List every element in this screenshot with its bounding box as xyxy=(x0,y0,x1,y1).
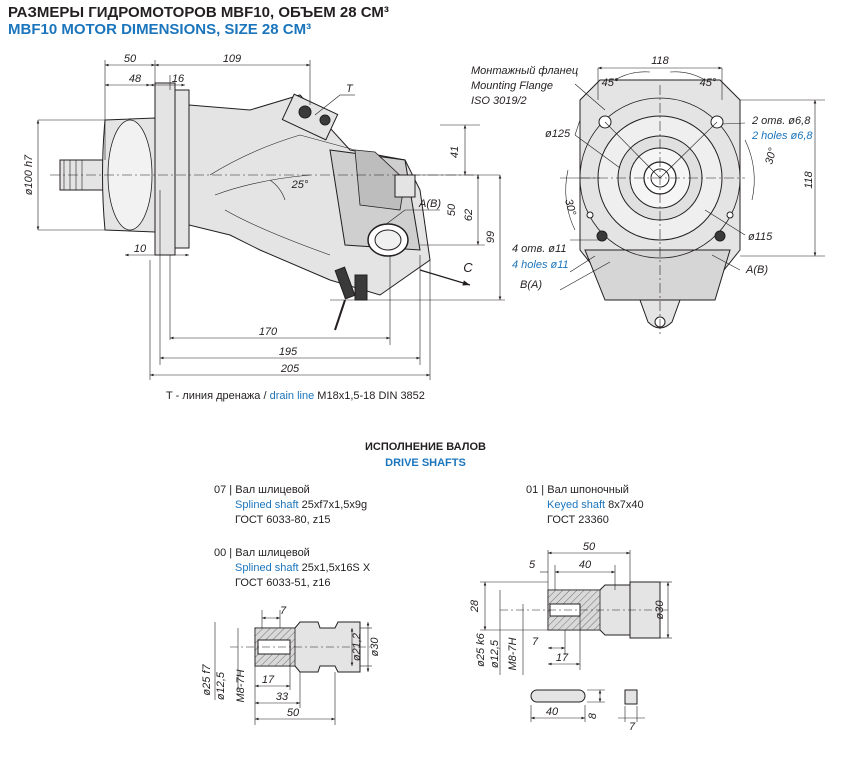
s01-dim-50: 50 xyxy=(583,541,596,553)
key-dim-40: 40 xyxy=(546,706,559,718)
dim-50v: 50 xyxy=(446,203,458,216)
s01-dim-12-5: ø12,5 xyxy=(489,639,501,668)
title-ru: РАЗМЕРЫ ГИДРОМОТОРОВ MBF10, ОБЪЕМ 28 СМ³ xyxy=(8,4,389,21)
key-dim-7: 7 xyxy=(629,721,636,733)
dim-100h7: ø100 h7 xyxy=(23,154,35,195)
drain-en: drain line xyxy=(269,390,315,402)
dim-41: 41 xyxy=(449,146,461,158)
holes-11-ru: 4 отв. ø11 xyxy=(512,243,566,255)
shaft-01-drawing: 50 5 40 28 ø30 ø25 k6 ø12,5 M8-7H 7 17 4… xyxy=(469,541,672,733)
title-en: MBF10 MOTOR DIMENSIONS, SIZE 28 CM³ xyxy=(8,21,312,38)
side-view: 50 109 48 16 T 41 ø100 h7 25° A(B) 50 62… xyxy=(23,53,505,380)
shaft-00-spec: 25x1,5x16S X xyxy=(301,562,371,574)
s01-dim-m8: M8-7H xyxy=(507,637,519,670)
dim-50: 50 xyxy=(124,53,137,65)
dim-195: 195 xyxy=(279,346,298,358)
flange-iso: ISO 3019/2 xyxy=(471,95,527,107)
s00-dim-21-2: ø21,2 xyxy=(351,633,363,661)
drain-spec: M18x1,5-18 DIN 3852 xyxy=(317,390,425,402)
dim-16: 16 xyxy=(172,73,185,85)
holes-11-en: 4 holes ø11 xyxy=(512,259,569,271)
dim-99: 99 xyxy=(485,231,497,243)
label-ba: B(A) xyxy=(520,279,542,291)
shaft-01-name-en: Keyed shaft xyxy=(547,499,606,511)
s00-dim-7: 7 xyxy=(280,605,287,617)
s00-dim-25f7: ø25 f7 xyxy=(201,664,213,696)
s01-dim-7: 7 xyxy=(532,636,539,648)
shaft-07-name-ru: Вал шлицевой xyxy=(235,484,310,496)
shaft-00-drawing: 7 ø25 f7 ø12,5 M8-7H ø21,2 ø30 17 33 50 xyxy=(201,605,381,725)
s00-dim-17: 17 xyxy=(262,674,275,686)
shaft-01-spec: 8x7x40 xyxy=(608,499,644,511)
front-view: Монтажный фланец Mounting Flange ISO 301… xyxy=(471,55,825,335)
dim-10: 10 xyxy=(134,243,147,255)
key-dim-8: 8 xyxy=(587,712,599,719)
drain-ru: T - линия дренажа / xyxy=(166,390,267,402)
label-ab-front: A(B) xyxy=(745,264,768,276)
shaft-07-spec: 25xf7x1,5x9g xyxy=(301,499,368,511)
s01-dim-25k6: ø25 k6 xyxy=(475,632,487,667)
dim-205: 205 xyxy=(280,363,300,375)
dim-45-right: 45° xyxy=(700,77,717,89)
shaft-00-name-en: Splined shaft xyxy=(235,562,299,574)
s00-dim-12-5: ø12,5 xyxy=(215,671,227,700)
drain-line-note: T - линия дренажа / drain line M18x1,5-1… xyxy=(166,390,425,402)
label-c: C xyxy=(463,260,473,275)
dim-45-left: 45° xyxy=(602,77,619,89)
shaft-00-gost: ГОСТ 6033-51, z16 xyxy=(235,577,331,589)
flange-label-en: Mounting Flange xyxy=(471,80,553,92)
dim-48: 48 xyxy=(129,73,142,85)
s00-dim-50: 50 xyxy=(287,707,300,719)
shaft-07-block: 07 | Вал шлицевой Splined shaft 25xf7x1,… xyxy=(214,484,368,526)
shaft-00-block: 00 | Вал шлицевой Splined shaft 25x1,5x1… xyxy=(214,547,371,589)
dim-62: 62 xyxy=(463,209,475,221)
dim-170: 170 xyxy=(259,326,278,338)
s01-dim-5: 5 xyxy=(529,559,536,571)
shafts-title-en: DRIVE SHAFTS xyxy=(385,457,466,469)
shaft-01-name-ru: Вал шпоночный xyxy=(547,484,629,496)
s00-dim-30: ø30 xyxy=(369,637,381,657)
shaft-01-code: 01 xyxy=(526,484,539,496)
s00-dim-m8: M8-7H xyxy=(235,669,247,702)
s01-dim-30: ø30 xyxy=(654,600,666,620)
dim-125: ø125 xyxy=(545,128,571,140)
shaft-01-block: 01 | Вал шпоночный Keyed shaft 8x7x40 ГО… xyxy=(526,484,644,526)
shaft-07-name-en: Splined shaft xyxy=(235,499,299,511)
dim-115: ø115 xyxy=(748,231,773,243)
s01-dim-40: 40 xyxy=(579,559,592,571)
s01-dim-28: 28 xyxy=(469,599,481,613)
shaft-01-gost: ГОСТ 23360 xyxy=(547,514,609,526)
s01-dim-17: 17 xyxy=(556,652,569,664)
shaft-00-name-ru: Вал шлицевой xyxy=(235,547,310,559)
s00-dim-33: 33 xyxy=(276,691,289,703)
holes-68-en: 2 holes ø6,8 xyxy=(751,130,813,142)
dim-30-left: 30° xyxy=(562,198,578,218)
label-ab-side: A(B) xyxy=(418,198,441,210)
shaft-07-gost: ГОСТ 6033-80, z15 xyxy=(235,514,331,526)
dim-25deg: 25° xyxy=(291,179,309,191)
dim-118-h: 118 xyxy=(651,55,669,67)
holes-68-ru: 2 отв. ø6,8 xyxy=(751,115,811,127)
shafts-title-ru: ИСПОЛНЕНИЕ ВАЛОВ xyxy=(365,441,486,453)
dim-30-right: 30° xyxy=(763,146,779,166)
dim-118-v: 118 xyxy=(803,170,815,188)
motor-side-body xyxy=(59,82,431,331)
dim-109: 109 xyxy=(223,53,241,65)
label-t: T xyxy=(346,83,354,95)
shaft-00-code: 00 xyxy=(214,547,227,559)
shaft-07-code: 07 xyxy=(214,484,227,496)
flange-label-ru: Монтажный фланец xyxy=(471,65,578,77)
